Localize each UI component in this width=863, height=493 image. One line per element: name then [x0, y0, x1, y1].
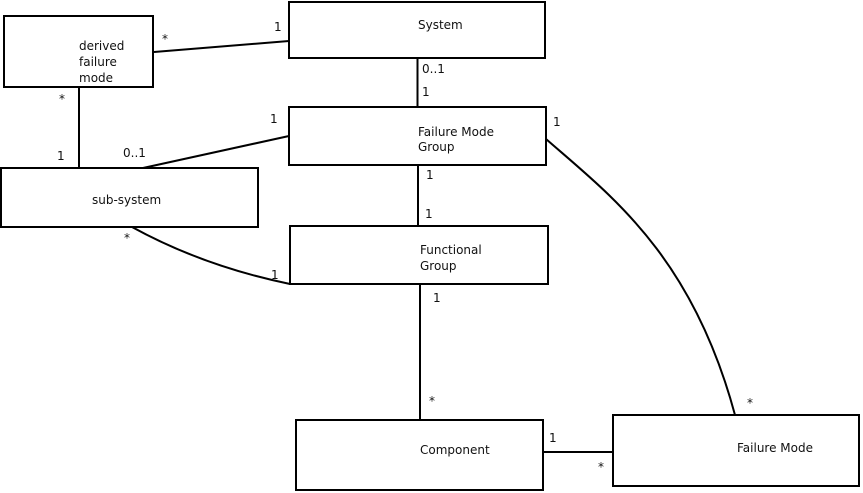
- multiplicity-fmg-fg-at-fg: 1: [425, 207, 433, 221]
- box-failure-mode-group: Failure Mode Group: [288, 106, 547, 166]
- box-label-failure-mode: Failure Mode: [737, 441, 813, 455]
- multiplicity-subsystem-fg-at-fg: 1: [271, 268, 279, 282]
- multiplicity-dfm-subsystem-at-dfm: *: [59, 92, 65, 106]
- box-label-sub-system: sub-system: [92, 193, 162, 207]
- box-label-component: Component: [420, 443, 490, 457]
- box-label-derived-failure-mode: derived failure mode: [79, 39, 125, 85]
- multiplicity-component-fm-at-component: 1: [549, 431, 557, 445]
- multiplicity-fmg-failuremode-at-fmg: 1: [553, 115, 561, 129]
- multiplicity-component-fm-at-fm: *: [598, 460, 604, 474]
- multiplicity-dfm-system-at-dfm: *: [162, 32, 168, 46]
- multiplicity-subsystem-fg-at-subsystem: *: [124, 231, 130, 245]
- box-label-functional-group: Functional Group: [420, 243, 482, 273]
- box-component: Component: [295, 419, 544, 491]
- box-system: System: [288, 1, 546, 59]
- edge-failure-mode-group-failure-mode: [545, 138, 736, 416]
- multiplicity-system-fmg-at-fmg: 1: [422, 85, 430, 99]
- edge-failure-mode-group-subsystem: [142, 135, 290, 169]
- multiplicity-fmg-fg-at-fmg: 1: [426, 168, 434, 182]
- multiplicity-fmg-subsystem-at-fmg: 1: [270, 112, 278, 126]
- box-failure-mode: Failure Mode: [612, 414, 860, 487]
- edge-subsystem-functional-group: [131, 226, 291, 285]
- multiplicity-dfm-system-at-system: 1: [274, 20, 282, 34]
- edge-derived-failure-mode-system: [153, 40, 290, 53]
- box-functional-group: Functional Group: [289, 225, 549, 285]
- multiplicity-fg-component-at-fg: 1: [433, 291, 441, 305]
- multiplicity-fmg-failuremode-at-fm: *: [747, 396, 753, 410]
- box-label-failure-mode-group: Failure Mode Group: [418, 125, 494, 154]
- multiplicity-dfm-subsystem-at-subsystem: 1: [57, 149, 65, 163]
- box-sub-system: sub-system: [0, 167, 259, 228]
- multiplicity-fmg-subsystem-at-subsystem: 0..1: [123, 146, 146, 160]
- multiplicity-system-fmg-at-system: 0..1: [422, 62, 445, 76]
- multiplicity-fg-component-at-component: *: [429, 394, 435, 408]
- box-label-system: System: [418, 18, 463, 32]
- box-derived-failure-mode: derived failure mode: [3, 15, 154, 88]
